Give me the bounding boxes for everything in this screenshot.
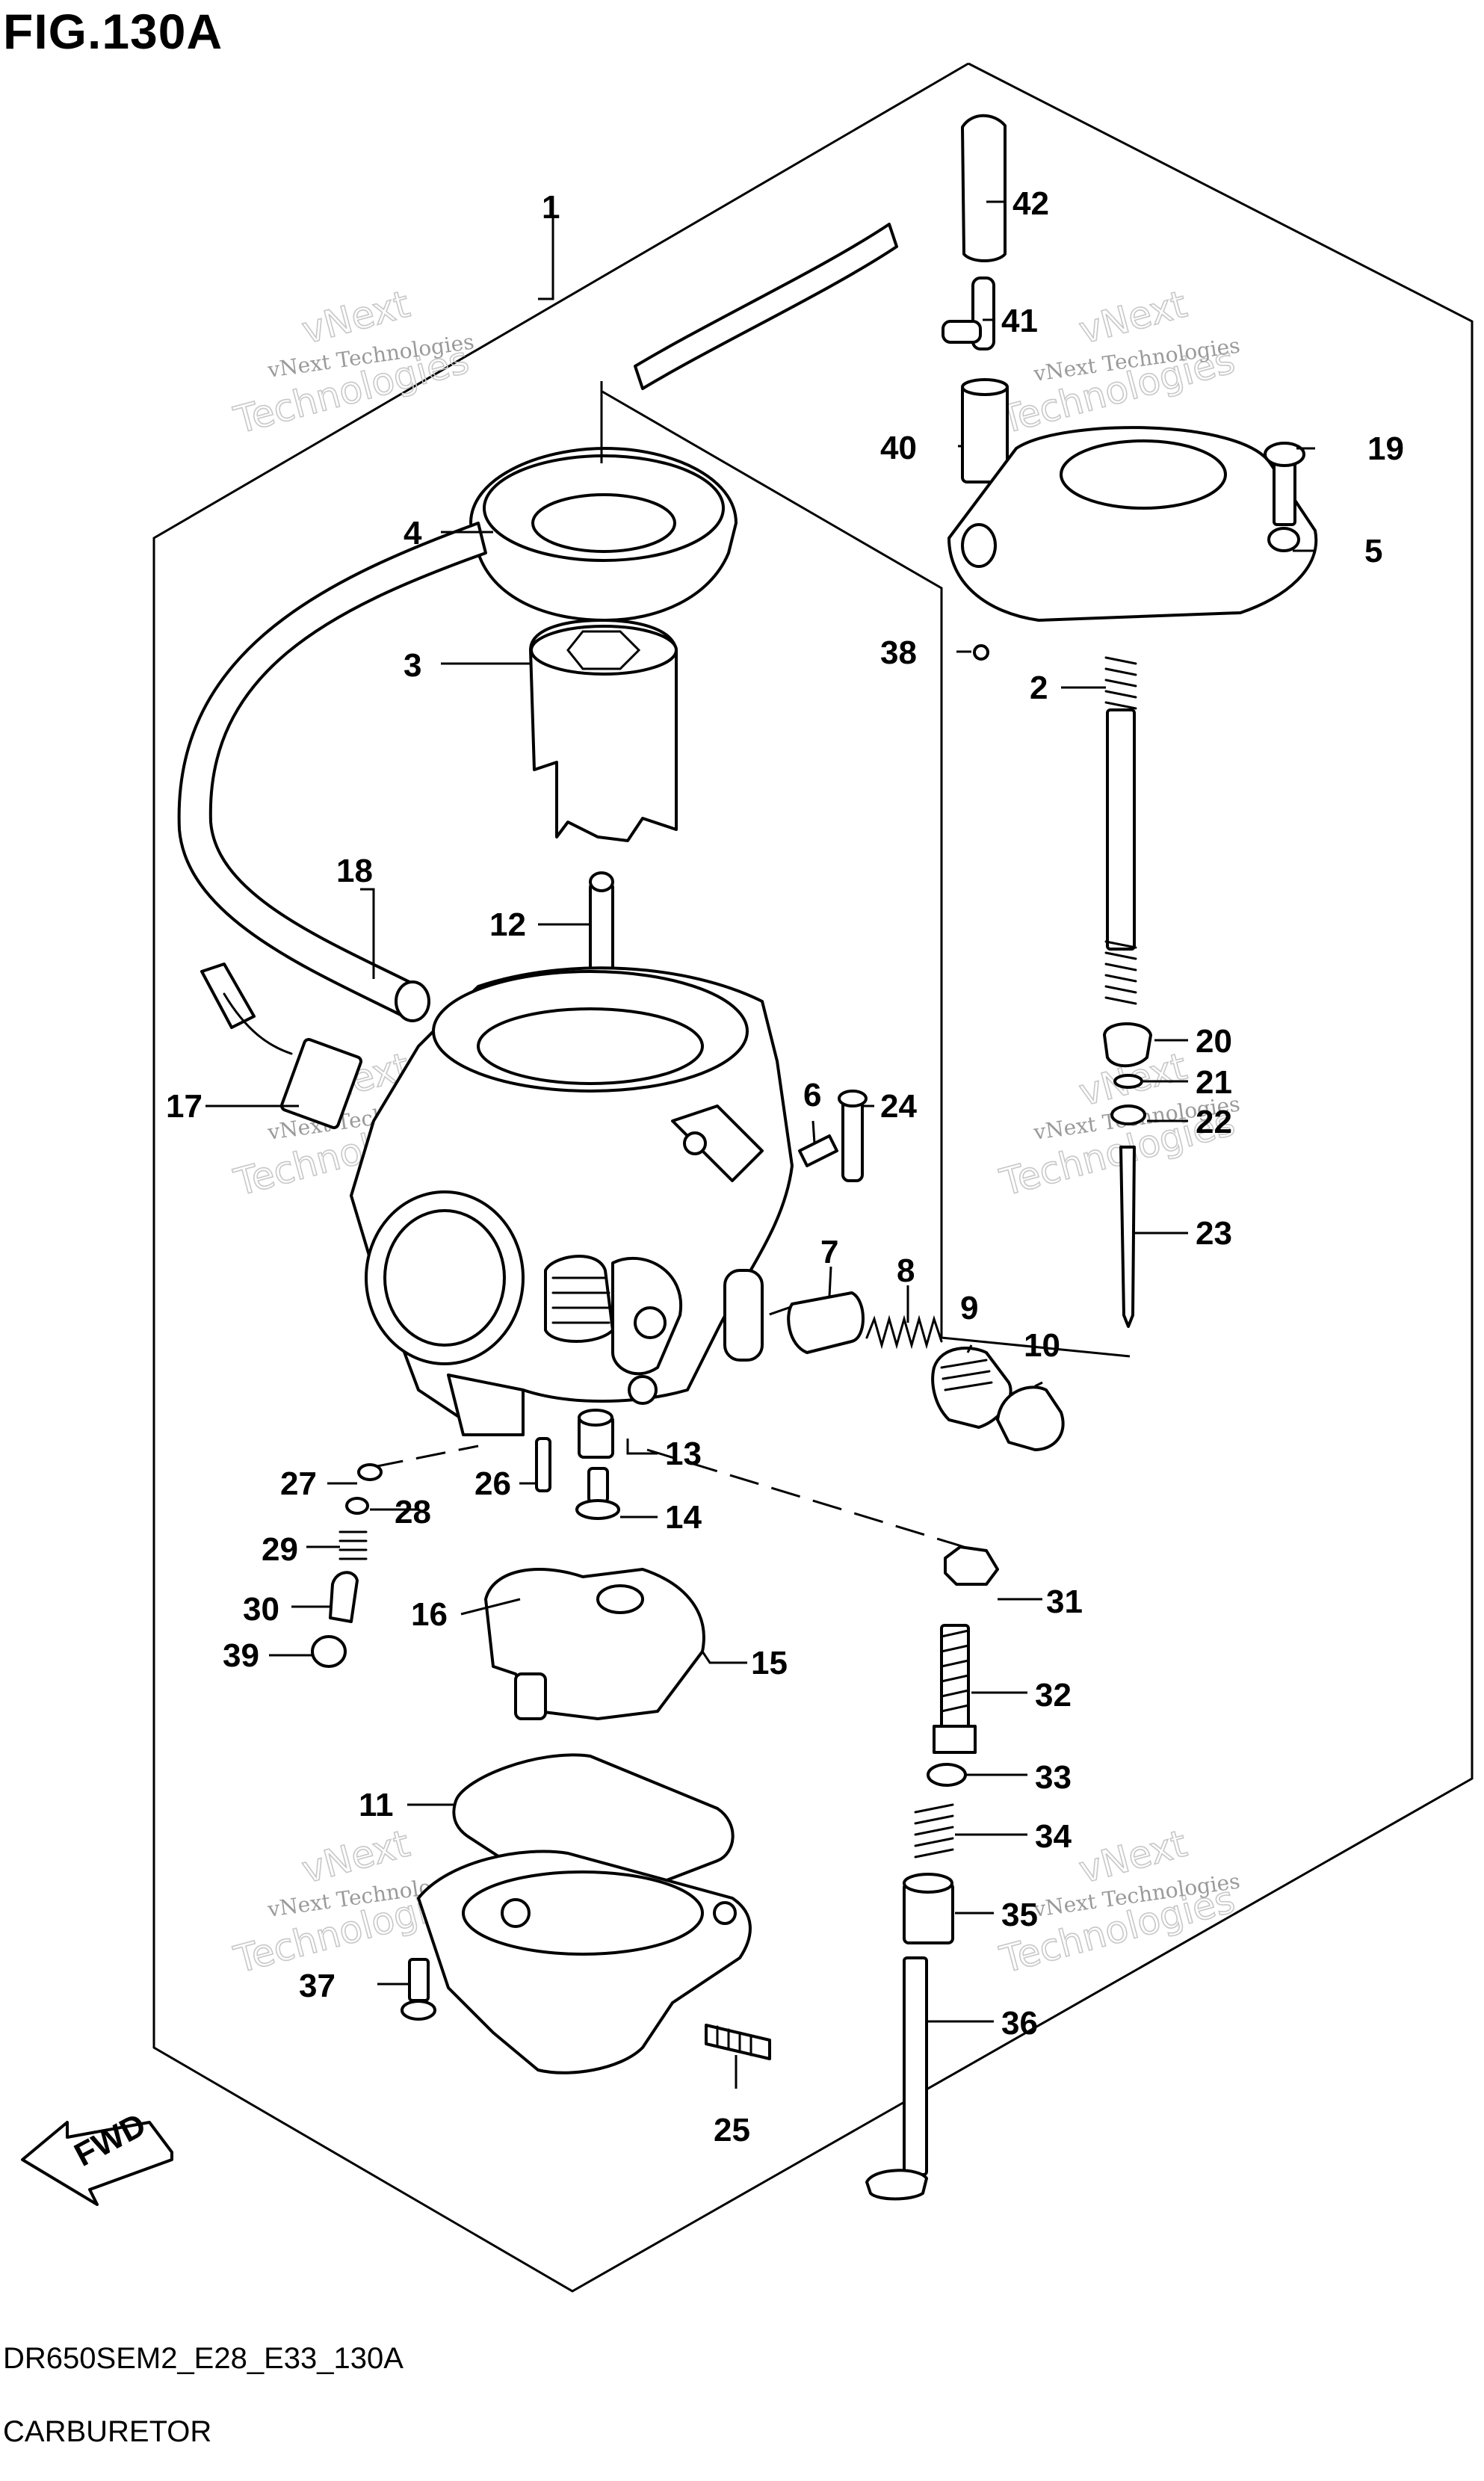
callout-8: 8 <box>897 1252 915 1289</box>
callout-41: 41 <box>1001 303 1038 339</box>
callout-25: 25 <box>714 2112 750 2148</box>
part-24-pin <box>838 1090 868 1182</box>
callout-7: 7 <box>820 1234 838 1270</box>
part-26-pilot-jet <box>535 1437 551 1492</box>
callout-30: 30 <box>243 1591 279 1628</box>
part-8-spring <box>865 1314 943 1350</box>
callout-11: 11 <box>359 1787 394 1823</box>
callout-40: 40 <box>880 430 917 466</box>
figure-title: FIG.130A <box>3 4 223 59</box>
callout-21: 21 <box>1196 1064 1232 1101</box>
callout-13: 13 <box>665 1436 702 1472</box>
fwd-arrow: FWD <box>21 2107 173 2206</box>
callout-19: 19 <box>1367 430 1404 467</box>
callout-28: 28 <box>395 1494 431 1530</box>
part-41-t-joint <box>942 276 995 350</box>
part-36-long-screw <box>865 1956 928 2201</box>
part-25-screw <box>705 2024 771 2060</box>
part-19-screw <box>1264 442 1305 526</box>
callout-36: 36 <box>1001 2005 1038 2042</box>
part-10-cap <box>996 1385 1065 1451</box>
callout-14: 14 <box>665 1499 702 1536</box>
part-40-tube <box>961 378 1009 483</box>
callout-35: 35 <box>1001 1897 1038 1933</box>
carburetor-body <box>350 966 794 1436</box>
callout-31: 31 <box>1046 1584 1083 1620</box>
part-39-plug <box>311 1635 347 1668</box>
callout-15: 15 <box>751 1645 788 1681</box>
callout-20: 20 <box>1196 1023 1232 1060</box>
callout-42: 42 <box>1012 185 1049 222</box>
callout-10: 10 <box>1024 1327 1060 1364</box>
callout-4: 4 <box>404 515 422 551</box>
part-6-plug <box>798 1134 838 1167</box>
part-28-cap <box>345 1497 369 1515</box>
callout-27: 27 <box>280 1465 317 1502</box>
part-38-clip <box>973 644 989 661</box>
part-20-retainer <box>1103 1022 1152 1068</box>
assembly-line-drain <box>373 1445 479 1468</box>
part-14-jet <box>575 1467 620 1520</box>
callout-9: 9 <box>960 1290 978 1326</box>
callout-39: 39 <box>223 1637 259 1674</box>
callout-22: 22 <box>1196 1104 1232 1140</box>
callout-29: 29 <box>262 1531 298 1568</box>
callout-17: 17 <box>166 1088 202 1125</box>
figure-name: CARBURETOR <box>3 2415 212 2448</box>
callout-labels: 1 2 3 4 5 6 7 8 9 10 11 12 13 14 15 16 1… <box>166 185 1404 2148</box>
callout-32: 32 <box>1035 1677 1072 1714</box>
callout-6: 6 <box>803 1077 821 1113</box>
part-42-hose <box>961 114 1007 262</box>
part-27-o-ring <box>357 1463 383 1481</box>
part-18-hose-end <box>395 980 430 1022</box>
callout-18: 18 <box>336 853 373 889</box>
part-23-jet-needle <box>1119 1146 1136 1328</box>
callout-38: 38 <box>880 634 917 671</box>
part-37-screw <box>401 1958 436 2021</box>
callout-12: 12 <box>489 906 526 943</box>
callout-5: 5 <box>1364 533 1382 569</box>
part-30-screw <box>329 1571 359 1623</box>
part-1-hose <box>634 223 898 390</box>
assembly-frame <box>152 62 1474 2293</box>
part-17-sensor <box>200 963 362 1129</box>
callout-34: 34 <box>1035 1818 1072 1855</box>
part-31-nut <box>944 1545 999 1586</box>
part-13-jet-holder <box>578 1409 614 1459</box>
part-18-long-hose <box>177 522 487 1018</box>
callout-33: 33 <box>1035 1759 1072 1796</box>
part-21-e-ring <box>1113 1074 1143 1089</box>
callout-24: 24 <box>880 1088 917 1125</box>
watermark-1: vNext Technologies vNext Technologies <box>229 282 475 443</box>
callout-3: 3 <box>404 647 421 684</box>
part-34-spring <box>914 1803 954 1859</box>
part-5-top-cap <box>947 426 1318 622</box>
part-15-accelerator-pump <box>484 1568 705 1720</box>
part-4-diaphragm <box>469 447 738 622</box>
part-29-spring <box>338 1530 368 1560</box>
figure-code: DR650SEM2_E28_E33_130A <box>3 2342 404 2375</box>
callout-leaders <box>205 200 1315 2089</box>
callout-16: 16 <box>411 1596 448 1633</box>
part-35-collar <box>903 1873 954 1944</box>
callout-37: 37 <box>299 1968 336 2004</box>
part-2-spring-rod <box>1104 656 1137 1005</box>
part-7-valve <box>787 1291 865 1354</box>
part-33-washer <box>927 1763 967 1787</box>
assembly-line-float <box>646 1448 965 1548</box>
callout-23: 23 <box>1196 1215 1232 1252</box>
float-bowl <box>417 1850 752 2074</box>
part-32-bolt <box>933 1624 977 1754</box>
callout-1: 1 <box>542 189 560 226</box>
part-3-piston <box>529 619 678 842</box>
group-line-top <box>602 390 1131 1358</box>
callout-26: 26 <box>474 1465 511 1502</box>
callout-2: 2 <box>1030 670 1048 706</box>
part-22-washer <box>1110 1104 1146 1125</box>
